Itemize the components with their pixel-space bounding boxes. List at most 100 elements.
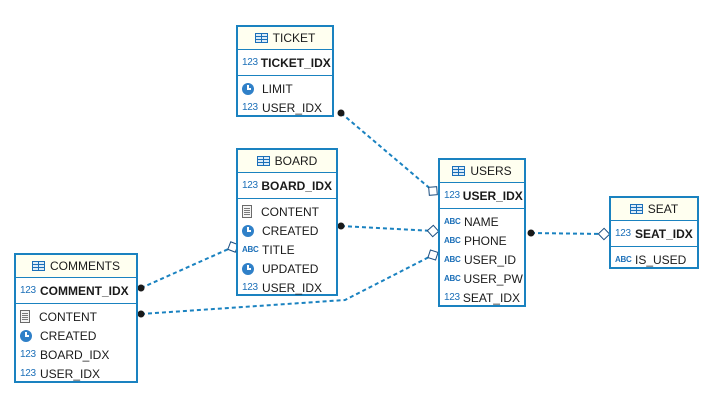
- column-name: SEAT_IDX: [635, 226, 693, 241]
- column-row[interactable]: UPDATED: [242, 259, 332, 278]
- column-name: LIMIT: [262, 81, 293, 96]
- text-type-icon: [242, 205, 252, 218]
- relationship-board-to-users[interactable]: [337, 222, 440, 238]
- relationship-users-to-seat[interactable]: [527, 227, 611, 241]
- text-type-icon: [20, 310, 30, 323]
- entity-title: SEAT: [647, 202, 679, 216]
- column-row[interactable]: CREATED: [242, 221, 332, 240]
- numeric-type-icon: 123: [242, 180, 258, 191]
- string-type-icon: ABC: [444, 217, 461, 226]
- numeric-type-icon: 123: [20, 349, 36, 360]
- column-name: USER_IDX: [262, 280, 323, 295]
- primary-key-section: 123 SEAT_IDX: [611, 221, 697, 247]
- column-row[interactable]: 123 USER_IDX: [242, 278, 332, 297]
- column-row[interactable]: CREATED: [20, 326, 132, 345]
- primary-key-diamond: [427, 249, 439, 261]
- primary-key-diamond: [597, 227, 611, 241]
- entity-header[interactable]: TICKET: [238, 27, 332, 50]
- numeric-type-icon: 123: [444, 292, 460, 303]
- relationship-line[interactable]: [140, 246, 234, 289]
- primary-key-row[interactable]: 123 SEAT_IDX: [615, 224, 693, 243]
- table-icon: [452, 166, 466, 176]
- column-name: USER_PW: [463, 271, 523, 286]
- numeric-type-icon: 123: [242, 102, 258, 113]
- numeric-type-icon: 123: [242, 57, 258, 68]
- column-name: TICKET_IDX: [260, 55, 331, 70]
- string-type-icon: ABC: [242, 245, 259, 254]
- column-name: CONTENT: [261, 204, 319, 219]
- column-name: COMMENT_IDX: [40, 283, 129, 298]
- column-name: USER_IDX: [40, 366, 101, 381]
- entity-header[interactable]: USERS: [440, 160, 524, 183]
- entity-header[interactable]: BOARD: [238, 150, 336, 173]
- table-icon: [254, 33, 268, 43]
- entity-title: USERS: [470, 164, 512, 178]
- relationship-ticket-to-users[interactable]: [337, 109, 438, 196]
- timestamp-type-icon: [242, 82, 254, 95]
- timestamp-type-icon: [20, 329, 32, 342]
- numeric-type-icon: 123: [242, 282, 258, 293]
- column-row[interactable]: CONTENT: [20, 307, 132, 326]
- entity-header[interactable]: SEAT: [611, 198, 697, 221]
- entity-header[interactable]: COMMENTS: [16, 255, 136, 278]
- foreign-key-dot: [137, 310, 145, 318]
- table-icon: [32, 261, 45, 271]
- table-icon: [256, 156, 270, 166]
- relationship-line[interactable]: [340, 112, 434, 192]
- column-row[interactable]: CONTENT: [242, 202, 332, 221]
- entity-title: COMMENTS: [50, 259, 120, 273]
- foreign-key-dot: [337, 109, 345, 117]
- entity-title: TICKET: [272, 31, 316, 45]
- column-name: CREATED: [262, 223, 319, 238]
- relationship-comments-to-board[interactable]: [137, 241, 239, 292]
- columns-section: LIMIT 123 USER_IDX: [238, 76, 332, 121]
- column-row[interactable]: 123 USER_IDX: [242, 98, 328, 117]
- timestamp-type-icon: [242, 262, 254, 275]
- column-row[interactable]: LIMIT: [242, 79, 328, 98]
- primary-key-diamond: [426, 224, 440, 238]
- foreign-key-dot: [527, 229, 535, 237]
- numeric-type-icon: 123: [444, 190, 460, 201]
- string-type-icon: ABC: [444, 255, 461, 264]
- numeric-type-icon: 123: [615, 228, 631, 239]
- foreign-key-dot: [137, 284, 145, 292]
- numeric-type-icon: 123: [20, 368, 36, 379]
- column-name: IS_USED: [635, 252, 687, 267]
- string-type-icon: ABC: [444, 236, 461, 245]
- relationship-line[interactable]: [530, 232, 605, 235]
- column-name: CREATED: [40, 328, 97, 343]
- timestamp-type-icon: [242, 224, 254, 237]
- column-name: SEAT_IDX: [462, 290, 520, 305]
- string-type-icon: ABC: [615, 255, 632, 264]
- column-name: BOARD_IDX: [261, 178, 332, 193]
- entity-title: BOARD: [274, 154, 318, 168]
- column-name: USER_IDX: [262, 100, 323, 115]
- column-name: TITLE: [262, 242, 295, 257]
- column-row[interactable]: 123 USER_IDX: [20, 364, 132, 383]
- relationship-line[interactable]: [340, 225, 434, 232]
